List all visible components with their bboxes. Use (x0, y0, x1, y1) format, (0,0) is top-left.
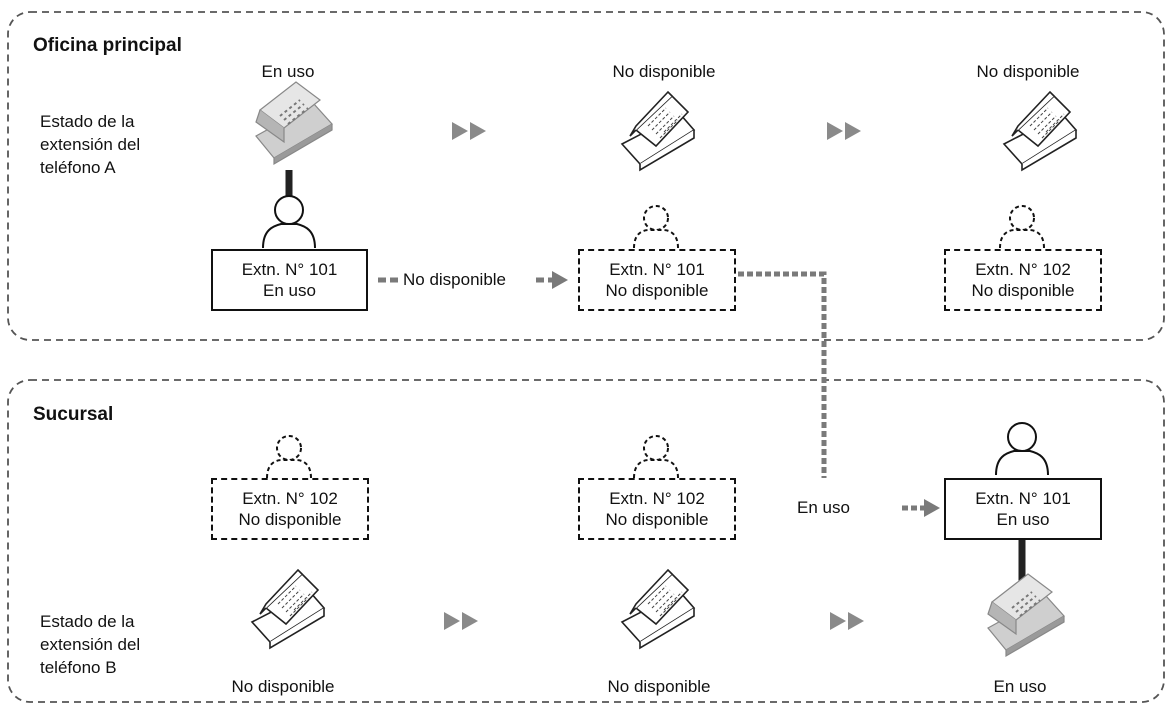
phone-b-label: Estado de la extensión del teléfono B (40, 610, 140, 679)
phone-a-active-icon (255, 81, 333, 165)
next-step-icon (452, 122, 486, 140)
phone-a-idle-icon (1003, 91, 1077, 171)
extension-status: No disponible (238, 510, 342, 529)
arrow-head-icon (552, 271, 568, 289)
phone-b-label-line: teléfono B (40, 658, 117, 677)
branch-frame (7, 379, 1165, 703)
phone-b-idle-icon (621, 569, 695, 649)
person-absent-icon (633, 435, 679, 479)
extension-number: Extn. N° 102 (242, 489, 338, 508)
next-step-icon (830, 612, 864, 630)
phone-b-state-1: No disponible (231, 677, 335, 696)
branch-extension-box-2: Extn. N° 102 No disponible (578, 478, 736, 540)
extension-status: En uso (263, 281, 316, 300)
person-absent-icon (999, 205, 1045, 249)
person-absent-icon (633, 205, 679, 249)
person-icon (995, 422, 1049, 476)
extension-status: No disponible (971, 281, 1075, 300)
branch-extension-box-3: Extn. N° 101 En uso (944, 478, 1102, 540)
extension-status: No disponible (605, 510, 709, 529)
main-office-frame (7, 11, 1165, 341)
branch-title: Sucursal (33, 404, 114, 425)
phone-b-active-icon (987, 573, 1065, 657)
phone-a-label-line: extensión del (40, 135, 141, 154)
main-office-title: Oficina principal (33, 35, 182, 56)
extension-number: Extn. N° 102 (609, 489, 705, 508)
extension-status: En uso (996, 510, 1050, 529)
transfer-path (738, 271, 827, 478)
person-icon (262, 195, 316, 249)
phone-b-label-line: Estado de la (40, 612, 135, 631)
main-extension-box-3: Extn. N° 102 No disponible (944, 249, 1102, 311)
next-step-icon (827, 122, 861, 140)
phone-a-label: Estado de la extensión del teléfono A (40, 110, 140, 179)
extension-number: Extn. N° 102 (975, 260, 1071, 279)
extension-number: Extn. N° 101 (241, 260, 338, 279)
extension-number: Extn. N° 101 (609, 260, 705, 279)
main-extension-box-1: Extn. N° 101 En uso (211, 249, 368, 311)
person-absent-icon (266, 435, 312, 479)
phone-b-label-line: extensión del (40, 635, 141, 654)
extension-number: Extn. N° 101 (975, 489, 1071, 508)
phone-a-label-line: teléfono A (40, 158, 116, 177)
phone-b-state-2: No disponible (607, 677, 711, 696)
branch-extension-box-1: Extn. N° 102 No disponible (211, 478, 369, 540)
arrow-head-icon (924, 499, 940, 517)
phone-a-label-line: Estado de la (40, 112, 135, 131)
phone-a-state-3: No disponible (976, 62, 1080, 81)
phone-b-idle-icon (251, 569, 325, 649)
main-transition-label: No disponible (400, 270, 510, 290)
phone-a-state-2: No disponible (612, 62, 716, 81)
branch-transition-label: En uso (797, 498, 850, 517)
next-step-icon (444, 612, 478, 630)
phone-a-state-1: En uso (261, 62, 315, 81)
extension-status: No disponible (605, 281, 709, 300)
phone-a-idle-icon (621, 91, 695, 171)
phone-b-state-3: En uso (993, 677, 1047, 696)
main-extension-box-2: Extn. N° 101 No disponible (578, 249, 736, 311)
